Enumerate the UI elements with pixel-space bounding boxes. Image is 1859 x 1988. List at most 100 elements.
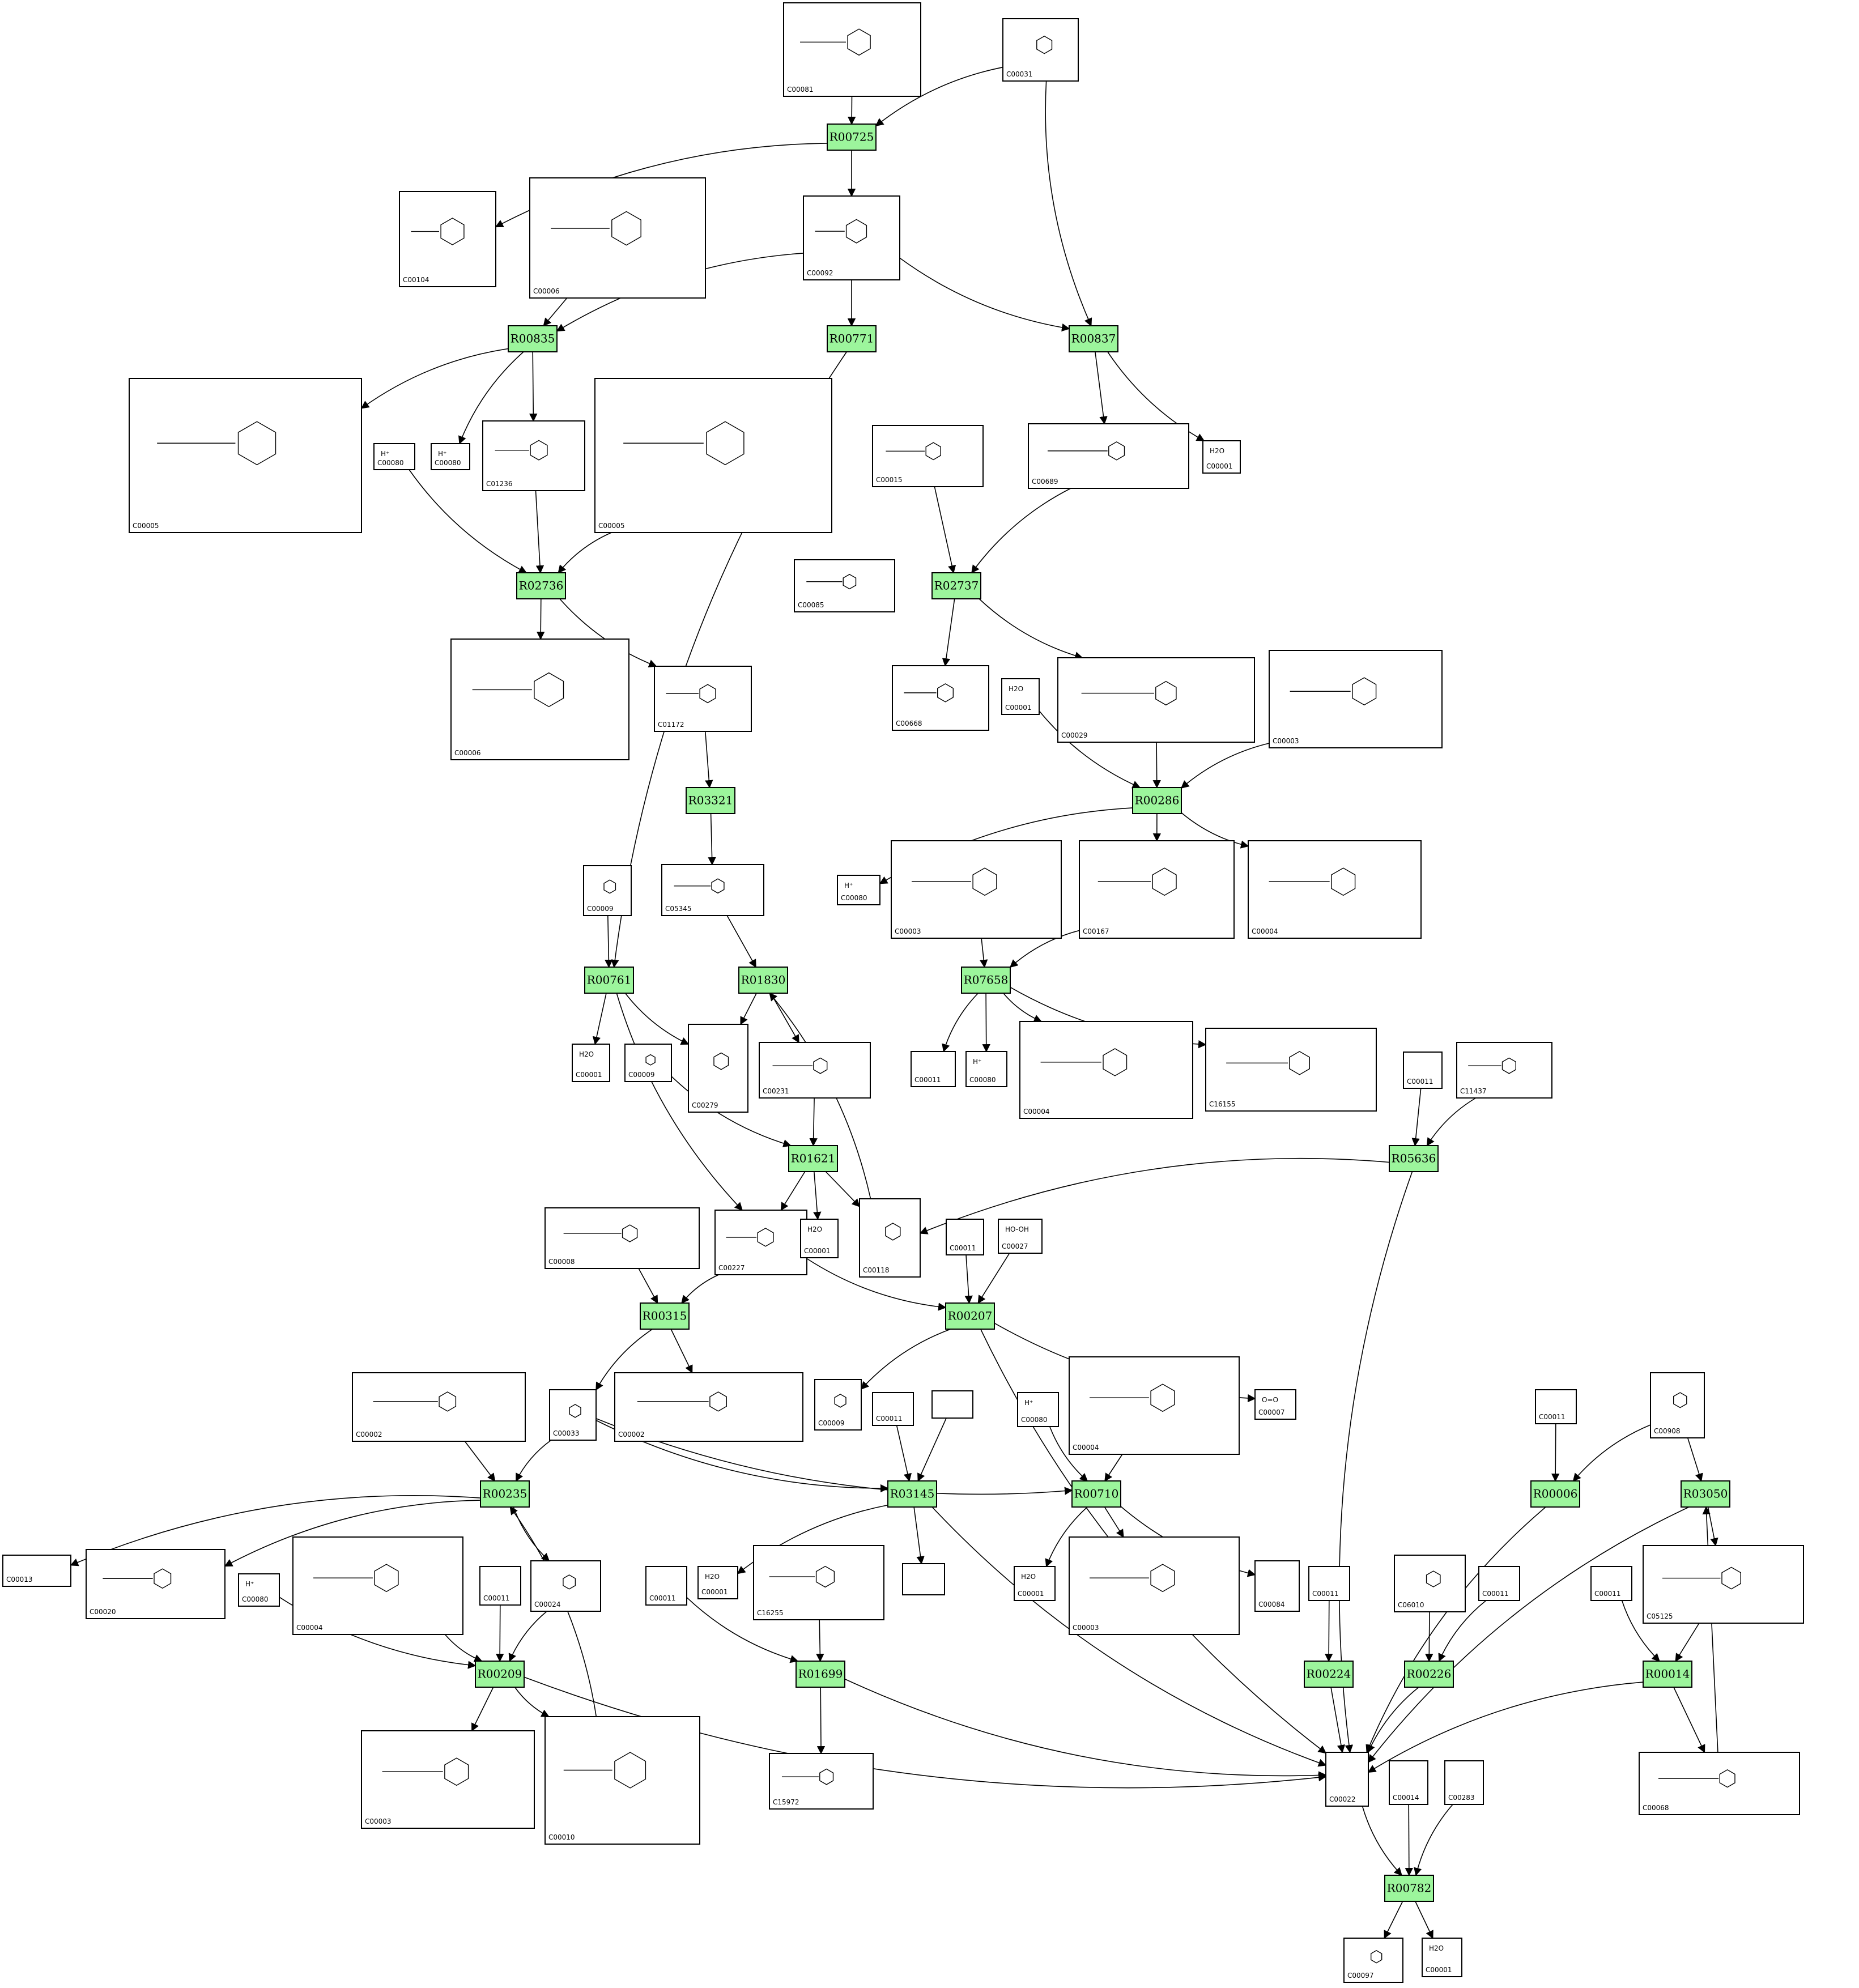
reaction-box[interactable]	[961, 967, 1011, 994]
compound-box[interactable]	[1202, 440, 1241, 474]
compound-box[interactable]	[654, 666, 752, 732]
compound-box[interactable]	[902, 1563, 945, 1595]
compound-C00006[interactable]: C00006	[450, 638, 629, 760]
compound-C00011[interactable]: C00011	[645, 1566, 687, 1606]
reaction-R00315[interactable]: R00315	[640, 1302, 690, 1330]
compound-C00084[interactable]: C00084	[1254, 1560, 1300, 1612]
reaction-box[interactable]	[584, 967, 634, 994]
compound-C00005[interactable]: C00005	[594, 378, 832, 533]
reaction-R02736[interactable]: R02736	[516, 572, 566, 599]
compound-C16255[interactable]: C16255	[753, 1545, 884, 1620]
compound-box[interactable]	[482, 420, 585, 491]
reaction-R00014[interactable]: R00014	[1643, 1661, 1692, 1688]
compound-box[interactable]	[837, 875, 880, 905]
compound-box[interactable]	[803, 195, 900, 280]
compound-box[interactable]	[946, 1219, 984, 1255]
reaction-box[interactable]	[475, 1661, 525, 1688]
reaction-box[interactable]	[1681, 1480, 1730, 1508]
reaction-box[interactable]	[516, 572, 566, 599]
compound-C00011[interactable]: C00011	[1478, 1566, 1520, 1601]
compound-C00689[interactable]: C00689	[1028, 423, 1189, 489]
reaction-box[interactable]	[508, 325, 558, 352]
reaction-box[interactable]	[887, 1480, 937, 1508]
compound-box[interactable]	[1001, 678, 1040, 715]
compound-box[interactable]	[1308, 1566, 1350, 1601]
reaction-R00837[interactable]: R00837	[1069, 325, 1118, 352]
compound-C11437[interactable]: C11437	[1456, 1042, 1552, 1099]
compound-box[interactable]	[583, 865, 632, 916]
compound-C00004[interactable]: C00004	[1248, 840, 1422, 939]
compound-blank[interactable]	[931, 1390, 973, 1419]
compound-box[interactable]	[892, 665, 989, 731]
reaction-R03145[interactable]: R03145	[887, 1480, 937, 1508]
compound-C00011[interactable]: C00011	[946, 1219, 984, 1255]
compound-box[interactable]	[697, 1566, 738, 1599]
compound-box[interactable]	[1002, 18, 1079, 82]
compound-C00011[interactable]: C00011	[479, 1566, 521, 1606]
compound-box[interactable]	[361, 1730, 535, 1829]
compound-C00080[interactable]: H⁺C00080	[965, 1051, 1007, 1087]
reaction-R00207[interactable]: R00207	[945, 1302, 995, 1330]
compound-C00005[interactable]: C00005	[129, 378, 362, 533]
compound-C00002[interactable]: C00002	[614, 1372, 803, 1442]
reaction-box[interactable]	[1404, 1661, 1454, 1688]
compound-box[interactable]	[1069, 1356, 1240, 1455]
compound-C00167[interactable]: C00167	[1079, 840, 1235, 939]
reaction-R01621[interactable]: R01621	[788, 1145, 838, 1172]
compound-box[interactable]	[1478, 1566, 1520, 1601]
reaction-R00710[interactable]: R00710	[1071, 1480, 1121, 1508]
compound-box[interactable]	[450, 638, 629, 760]
compound-box[interactable]	[614, 1372, 803, 1442]
compound-box[interactable]	[1017, 1392, 1059, 1427]
compound-box[interactable]	[1014, 1566, 1056, 1601]
compound-box[interactable]	[1069, 1536, 1240, 1635]
compound-C00009[interactable]: C00009	[624, 1044, 672, 1082]
compound-box[interactable]	[238, 1573, 280, 1607]
compound-C00004[interactable]: C00004	[1069, 1356, 1240, 1455]
reaction-box[interactable]	[788, 1145, 838, 1172]
compound-box[interactable]	[783, 2, 921, 97]
compound-box[interactable]	[800, 1219, 839, 1258]
reaction-R00771[interactable]: R00771	[827, 325, 877, 352]
compound-C00022[interactable]: C00022	[1325, 1752, 1369, 1807]
reaction-R02737[interactable]: R02737	[931, 572, 981, 599]
compound-C00080[interactable]: H⁺C00080	[1017, 1392, 1059, 1427]
compound-C00024[interactable]: C00024	[530, 1560, 601, 1612]
compound-box[interactable]	[594, 378, 832, 533]
compound-C00231[interactable]: C00231	[759, 1042, 871, 1099]
compound-box[interactable]	[1422, 1938, 1462, 1977]
compound-box[interactable]	[1394, 1555, 1466, 1612]
compound-C05345[interactable]: C05345	[661, 864, 764, 916]
compound-C00283[interactable]: C00283	[1444, 1760, 1484, 1805]
reaction-R00761[interactable]: R00761	[584, 967, 634, 994]
compound-C00015[interactable]: C00015	[872, 425, 984, 487]
compound-C00033[interactable]: C00033	[549, 1389, 597, 1441]
compound-C01172[interactable]: C01172	[654, 666, 752, 732]
reaction-box[interactable]	[480, 1480, 530, 1508]
compound-C00080[interactable]: H⁺C00080	[373, 443, 415, 470]
compound-box[interactable]	[931, 1390, 973, 1419]
compound-box[interactable]	[1639, 1752, 1800, 1815]
compound-C05125[interactable]: C05125	[1643, 1545, 1804, 1624]
compound-C00068[interactable]: C00068	[1639, 1752, 1800, 1815]
reaction-R00209[interactable]: R00209	[475, 1661, 525, 1688]
compound-C06010[interactable]: C06010	[1394, 1555, 1466, 1612]
compound-C15972[interactable]: C15972	[769, 1753, 874, 1810]
compound-C00080[interactable]: H⁺C00080	[238, 1573, 280, 1607]
reaction-box[interactable]	[827, 325, 877, 352]
compound-box[interactable]	[891, 840, 1062, 939]
reaction-R01699[interactable]: R01699	[796, 1661, 845, 1688]
reaction-box[interactable]	[1384, 1875, 1434, 1902]
compound-C00011[interactable]: C00011	[911, 1051, 956, 1087]
reaction-box[interactable]	[1132, 787, 1182, 814]
reaction-R00224[interactable]: R00224	[1304, 1661, 1354, 1688]
reaction-R03321[interactable]: R03321	[686, 787, 735, 814]
compound-box[interactable]	[1079, 840, 1235, 939]
reaction-box[interactable]	[738, 967, 788, 994]
compound-box[interactable]	[1590, 1566, 1632, 1601]
